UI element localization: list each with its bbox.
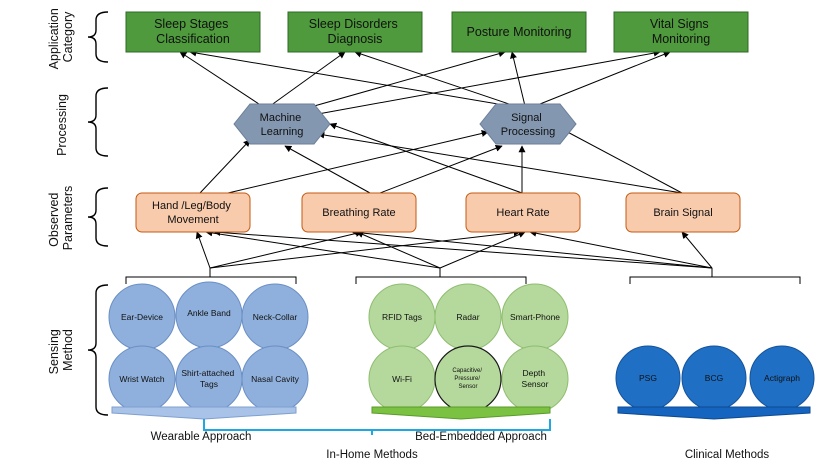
row-label-sensing: Sensing Method bbox=[47, 326, 75, 375]
label-ankle-band: Ankle Band bbox=[187, 308, 231, 318]
bed-base bbox=[371, 406, 551, 420]
brace-observed bbox=[87, 187, 109, 247]
app-box-sleep-stages bbox=[125, 11, 261, 53]
label-radar: Radar bbox=[456, 312, 479, 322]
row-label-observed: Observed Parameters bbox=[47, 186, 75, 251]
label-smart-phone: Smart-Phone bbox=[510, 312, 560, 322]
brace-application bbox=[87, 11, 109, 63]
app-box-posture bbox=[451, 11, 587, 53]
obs-label-breathing: Breathing Rate bbox=[322, 207, 395, 219]
label-wrist-watch: Wrist Watch bbox=[119, 374, 165, 384]
obs-label-heart-rate: Heart Rate bbox=[496, 207, 549, 219]
app-label-sleep-disorders: Sleep Disorders Diagnosis bbox=[309, 17, 401, 46]
row-label-processing: Processing bbox=[55, 94, 69, 156]
application-boxes: Sleep Stages Classification Sleep Disord… bbox=[125, 11, 749, 53]
label-in-home-methods: In-Home Methods bbox=[326, 449, 418, 461]
label-actigraph: Actigraph bbox=[764, 373, 800, 383]
brace-processing bbox=[87, 87, 109, 157]
obs-box-breathing bbox=[301, 192, 417, 233]
obs-label-brain-signal: Brain Signal bbox=[653, 207, 712, 219]
label-clinical-methods: Clinical Methods bbox=[685, 449, 770, 461]
obs-box-movement bbox=[135, 192, 251, 233]
app-label-sleep-stages: Sleep Stages Classification bbox=[154, 17, 232, 46]
label-nasal-cavity: Nasal Cavity bbox=[251, 374, 299, 384]
app-label-posture: Posture Monitoring bbox=[467, 25, 572, 39]
label-signal-processing: Signal Processing bbox=[501, 112, 555, 138]
obs-label-movement: Hand /Leg/Body Movement bbox=[152, 200, 234, 226]
processing-nodes: Machine Learning Signal Processing bbox=[233, 103, 577, 145]
hexagon-machine-learning bbox=[233, 103, 331, 145]
bed-embedded-devices: RFID Tags Radar Smart-Phone Wi-Fi Capaci… bbox=[368, 283, 569, 413]
row-labels: Application Category Processing Observed… bbox=[47, 5, 75, 375]
clinical-base bbox=[617, 406, 811, 420]
clinical-devices: PSG BCG Actigraph bbox=[615, 345, 815, 411]
app-box-vital-signs bbox=[613, 11, 749, 53]
wearable-devices: Ear-Device Ankle Band Neck-Collar Wrist … bbox=[108, 281, 309, 413]
hexagon-signal-processing bbox=[479, 103, 577, 145]
curly-braces bbox=[87, 11, 109, 416]
label-bed-embedded-approach: Bed-Embedded Approach bbox=[415, 431, 547, 443]
observed-boxes: Hand /Leg/Body Movement Breathing Rate H… bbox=[135, 192, 741, 233]
app-label-vital-signs: Vital Signs Monitoring bbox=[650, 17, 712, 46]
obs-box-brain-signal bbox=[625, 192, 741, 233]
wearable-base bbox=[111, 406, 297, 420]
label-ear-device: Ear-Device bbox=[121, 312, 163, 322]
group-bases bbox=[111, 406, 811, 420]
label-rfid-tags: RFID Tags bbox=[382, 312, 422, 322]
label-shirt-tags: Shirt-attached Tags bbox=[181, 368, 236, 389]
label-wifi: Wi-Fi bbox=[392, 374, 412, 384]
obs-box-heart-rate bbox=[465, 192, 581, 233]
label-bcg: BCG bbox=[705, 373, 723, 383]
arrows bbox=[125, 49, 801, 284]
brace-sensing bbox=[87, 284, 109, 416]
footer-labels: Wearable Approach Bed-Embedded Approach … bbox=[151, 431, 770, 461]
label-neck-collar: Neck-Collar bbox=[253, 312, 298, 322]
in-home-bracket bbox=[203, 419, 551, 435]
label-wearable-approach: Wearable Approach bbox=[151, 431, 252, 443]
label-psg: PSG bbox=[639, 373, 657, 383]
row-label-application: Application Category bbox=[47, 5, 75, 70]
app-box-sleep-disorders bbox=[287, 11, 423, 53]
label-capacitive: Capacitive/ Pressure/ Sensor bbox=[452, 368, 483, 390]
label-machine-learning: Machine Learning bbox=[260, 112, 305, 138]
label-depth-sensor: Depth Sensor bbox=[522, 368, 549, 389]
